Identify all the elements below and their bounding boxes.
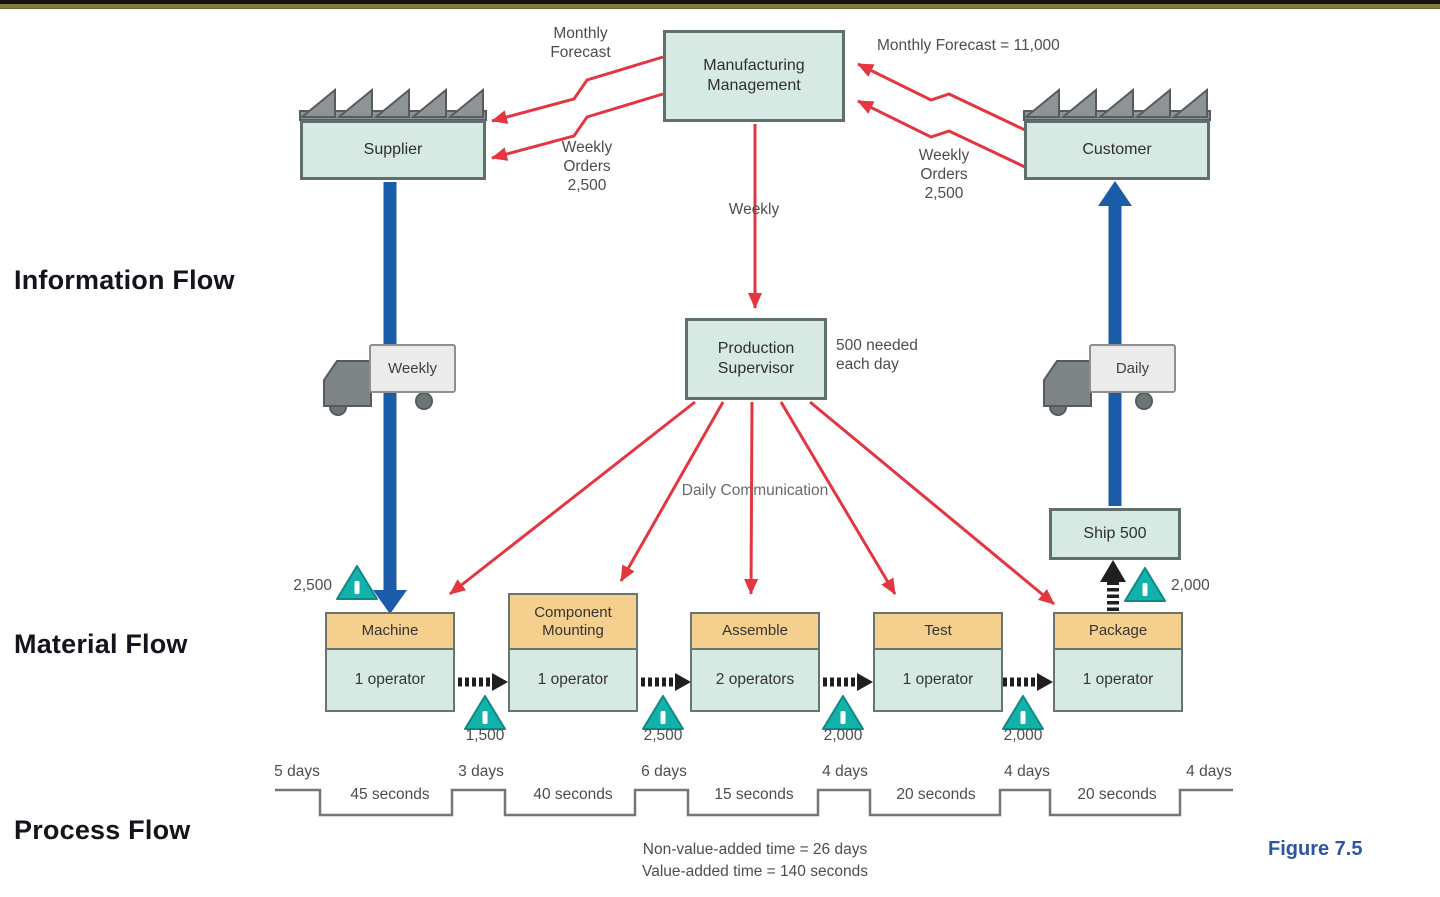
non-value-added-label: Non-value-added time = 26 days	[642, 841, 868, 858]
arrow-ship-to-customer-head	[1098, 181, 1132, 206]
inventory-triangle-icons	[336, 565, 1166, 730]
arrow-supervisor-to-test	[779, 401, 897, 595]
figure-caption: Figure 7.5	[1268, 838, 1363, 860]
inventory-finished-label: 2,000	[1171, 577, 1210, 594]
supplier-box: Supplier	[300, 120, 486, 180]
process-package-name: Package	[1053, 612, 1183, 650]
truck-right-label: Daily	[1089, 344, 1176, 393]
timeline-days-4: 4 days	[822, 763, 868, 780]
arrow-monthly-forecast-from-customer	[857, 62, 1026, 132]
process-component-mounting-name: Component Mounting	[508, 593, 638, 650]
process-component-mounting-staff: 1 operator	[508, 650, 638, 712]
section-material-flow: Material Flow	[14, 629, 188, 659]
arrow-supervisor-to-machine	[449, 400, 696, 596]
monthly-forecast-label: Monthly Forecast	[550, 25, 611, 61]
timeline-seconds-4: 20 seconds	[896, 786, 976, 803]
arrow-monthly-forecast-to-supplier	[491, 55, 664, 124]
truck-left-icon	[323, 360, 433, 416]
daily-communication-label: Daily Communication	[681, 482, 829, 499]
supplier-factory-roof-icon	[299, 87, 487, 121]
timeline-days-2: 3 days	[458, 763, 504, 780]
material-process-divider	[0, 0, 1403, 4]
process-test-staff: 1 operator	[873, 650, 1003, 712]
inventory-after-test-label: 2,000	[1003, 727, 1043, 744]
arrow-supplier-to-machine-head	[373, 590, 407, 614]
section-process-flow: Process Flow	[14, 815, 191, 845]
process-machine-staff: 1 operator	[325, 650, 455, 712]
inventory-after-assemble-label: 2,000	[823, 727, 863, 744]
process-package-staff: 1 operator	[1053, 650, 1183, 712]
timeline-days-3: 6 days	[641, 763, 687, 780]
ship-box: Ship 500	[1049, 508, 1181, 560]
inventory-after-machine-label: 1,500	[465, 727, 505, 744]
customer-box: Customer	[1024, 120, 1210, 180]
arrow-supervisor-to-assemble	[744, 401, 759, 595]
arrow-weekly-orders-from-customer	[857, 99, 1026, 169]
value-added-label: Value-added time = 140 seconds	[642, 863, 868, 880]
truck-left-label: Weekly	[369, 344, 456, 393]
section-information-flow: Information Flow	[14, 265, 235, 295]
process-assemble-name: Assemble	[690, 612, 820, 650]
needed-each-day-label: 500 needed each day	[836, 337, 918, 373]
production-supervisor-box: Production Supervisor	[685, 318, 827, 400]
timeline-seconds-5: 20 seconds	[1077, 786, 1157, 803]
monthly-forecast-value-label: Monthly Forecast = 11,000	[877, 37, 1060, 54]
information-arrows	[449, 55, 1055, 606]
timeline-days-6: 4 days	[1186, 763, 1232, 780]
weekly-label: Weekly	[728, 201, 780, 218]
process-assemble-staff: 2 operators	[690, 650, 820, 712]
timeline-days-5: 4 days	[1004, 763, 1050, 780]
timeline-days-1: 5 days	[274, 763, 320, 780]
timeline-seconds-3: 15 seconds	[714, 786, 794, 803]
timeline-seconds-1: 45 seconds	[350, 786, 430, 803]
arrow-supervisor-to-package	[809, 400, 1055, 606]
top-border-bar	[0, 0, 1440, 9]
arrow-weekly-orders-to-supplier	[491, 92, 664, 161]
manufacturing-management-box: Manufacturing Management	[663, 30, 845, 122]
timeline-line	[275, 788, 1233, 817]
inventory-raw-label: 2,500	[293, 577, 332, 594]
timeline-seconds-2: 40 seconds	[533, 786, 613, 803]
truck-right-icon	[1043, 360, 1153, 416]
arrow-supervisor-to-component-mounting	[619, 401, 725, 582]
inventory-after-component-mounting-label: 2,500	[643, 727, 683, 744]
process-test-name: Test	[873, 612, 1003, 650]
process-machine-name: Machine	[325, 612, 455, 650]
push-arrows	[458, 560, 1126, 691]
weekly-orders-right-label: Weekly Orders 2,500	[918, 147, 970, 202]
weekly-orders-left-label: Weekly Orders 2,500	[561, 139, 613, 194]
customer-factory-roof-icon	[1023, 87, 1211, 121]
